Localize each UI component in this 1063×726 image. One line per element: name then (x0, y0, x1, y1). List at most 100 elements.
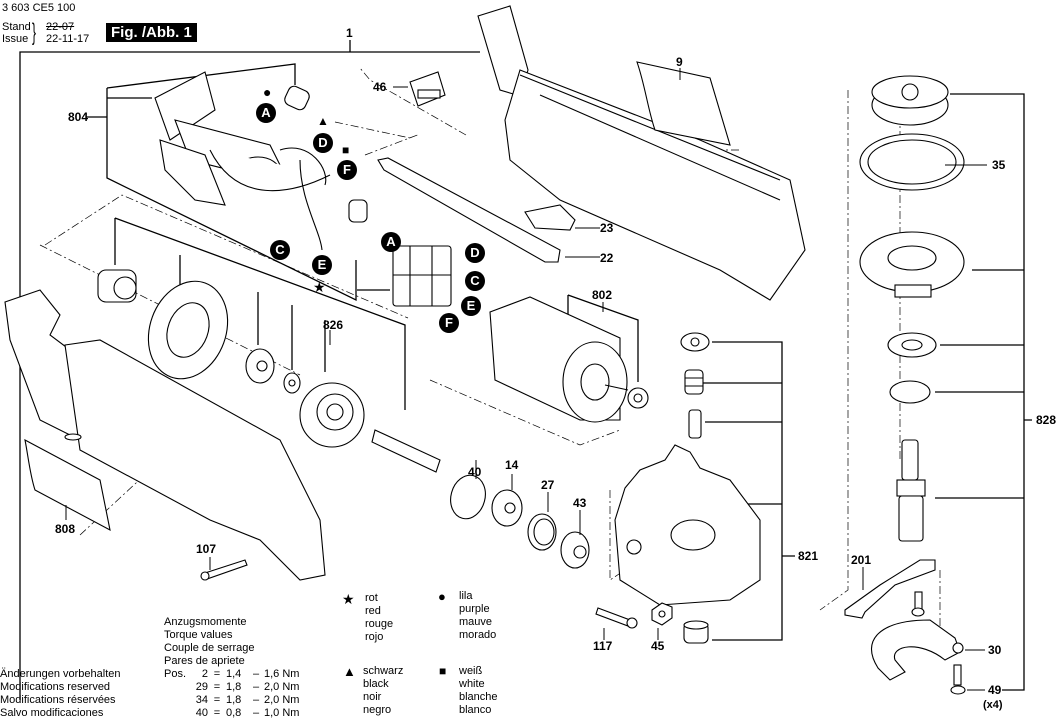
legend-square-icon: ■ (439, 664, 447, 678)
callout-49: 49 (988, 683, 1002, 697)
part-802-motor (489, 296, 629, 423)
torque-heading-en: Torque values (164, 629, 233, 641)
bracket-821 (700, 341, 795, 641)
legend-red: rot red rouge rojo (365, 592, 393, 644)
legend-red-de: rot (365, 592, 378, 604)
bracket-804-top (106, 63, 296, 89)
part-9-label (636, 61, 731, 146)
callout-40: 40 (468, 465, 482, 479)
torque-heading-fr: Couple de serrage (164, 642, 255, 654)
callout-107: 107 (196, 542, 217, 556)
part-27-ring (527, 513, 557, 551)
legend-red-en: red (365, 605, 381, 617)
disclaimer: Änderungen vorbehalten Modifications res… (0, 668, 120, 720)
callout-1: 1 (346, 26, 353, 40)
bracket-828 (935, 93, 1032, 691)
dash-line (44, 194, 409, 319)
torque-eq: = (213, 707, 221, 719)
legend-white: weiß white blanche blanco (459, 665, 498, 717)
torque-pos: 40 (195, 707, 208, 719)
callout-808: 808 (55, 522, 76, 536)
part-43-pinion (560, 531, 590, 569)
stand-date: 22-07 (46, 21, 75, 33)
callout-35: 35 (992, 158, 1006, 172)
legend-black-es: negro (363, 704, 392, 716)
disclaimer-en: Modifications reserved (0, 681, 111, 693)
torque-row: 29 = 1,8 – 2,0 Nm (164, 681, 300, 694)
part-30-clamp (871, 619, 964, 681)
legend-white-en: white (459, 678, 485, 690)
part-107-screw (200, 559, 248, 581)
disclaimer-de: Änderungen vorbehalten (0, 668, 121, 680)
part-40-retaining-ring (450, 474, 486, 520)
part-23-slider-button (524, 204, 576, 231)
legend-purple-de: lila (459, 590, 473, 602)
torque-pos: 34 (195, 694, 208, 706)
torque-dash: – (252, 668, 260, 680)
part-armature-shaft (371, 429, 441, 473)
connector-badge-f: F (337, 160, 357, 180)
torque-heading-de: Anzugsmomente (164, 616, 247, 628)
torque-max: 2,0 Nm (264, 681, 300, 693)
part-201-lever (844, 559, 936, 619)
torque-eq: = (213, 694, 221, 706)
callout-9: 9 (676, 55, 683, 69)
legend-triangle-icon: ▲ (343, 664, 356, 679)
part-handle-housing (4, 289, 326, 581)
callout-828: 828 (1036, 413, 1057, 427)
torque-eq: = (213, 681, 221, 693)
torque-min: 1,8 (226, 681, 242, 693)
connector-badge-c: C (270, 240, 290, 260)
legend-black-en: black (363, 678, 389, 690)
torque-row: Pos. 2 = 1,4 – 1,6 Nm (164, 668, 299, 681)
connector-badge-d-switch: D (465, 243, 485, 263)
part-828-spindle (896, 439, 926, 542)
white-marker-icon: ■ (342, 143, 350, 157)
callout-46: 46 (373, 80, 387, 94)
connector-badge-f-switch: F (439, 313, 459, 333)
part-49-screw (950, 664, 966, 695)
figure-title: Fig. /Abb. 1 (106, 23, 197, 42)
part-828-flange (859, 231, 965, 298)
callout-23: 23 (600, 221, 614, 235)
legend-star-icon: ★ (342, 591, 355, 607)
leader-1 (19, 51, 480, 700)
disclaimer-es: Salvo modificaciones (0, 707, 104, 719)
part-switch (392, 245, 452, 307)
torque-min: 1,4 (226, 668, 242, 680)
part-821-bushing (683, 620, 709, 644)
part-821-gear-housing (614, 444, 761, 606)
callout-802: 802 (592, 288, 613, 302)
torque-min: 1,8 (226, 694, 242, 706)
part-828-bevel-gear (871, 75, 949, 126)
callout-826: 826 (323, 318, 344, 332)
torque-row: 34 = 1,8 – 2,0 Nm (164, 694, 300, 707)
callout-30: 30 (988, 643, 1002, 657)
connector-badge-a: A (256, 103, 276, 123)
document-number: 3 603 CE5 100 (2, 2, 76, 14)
bracket-804 (106, 88, 357, 302)
dash-line (819, 90, 849, 611)
torque-max: 2,0 Nm (264, 694, 300, 706)
legend-purple-es: morado (459, 629, 497, 641)
part-electronics-module (154, 71, 331, 251)
part-14-bearing (491, 489, 523, 527)
callout-27: 27 (541, 478, 555, 492)
dash-line (359, 67, 467, 136)
legend-circle-icon: ● (438, 589, 446, 604)
connector-badge-e: E (312, 255, 332, 275)
stand-label: Stand (2, 21, 31, 33)
torque-max: 1,6 Nm (264, 668, 300, 680)
part-821-spring (684, 369, 704, 395)
torque-dash: – (252, 707, 260, 719)
torque-dash: – (252, 681, 260, 693)
part-bearing (245, 348, 275, 384)
dash-line (334, 121, 421, 156)
issue-label: Issue (2, 33, 29, 45)
connector-badge-c-switch: C (465, 271, 485, 291)
legend-black-fr: noir (363, 691, 382, 703)
torque-dash: – (252, 694, 260, 706)
torque-pos: 29 (195, 681, 208, 693)
red-marker-icon: ★ (313, 279, 326, 295)
